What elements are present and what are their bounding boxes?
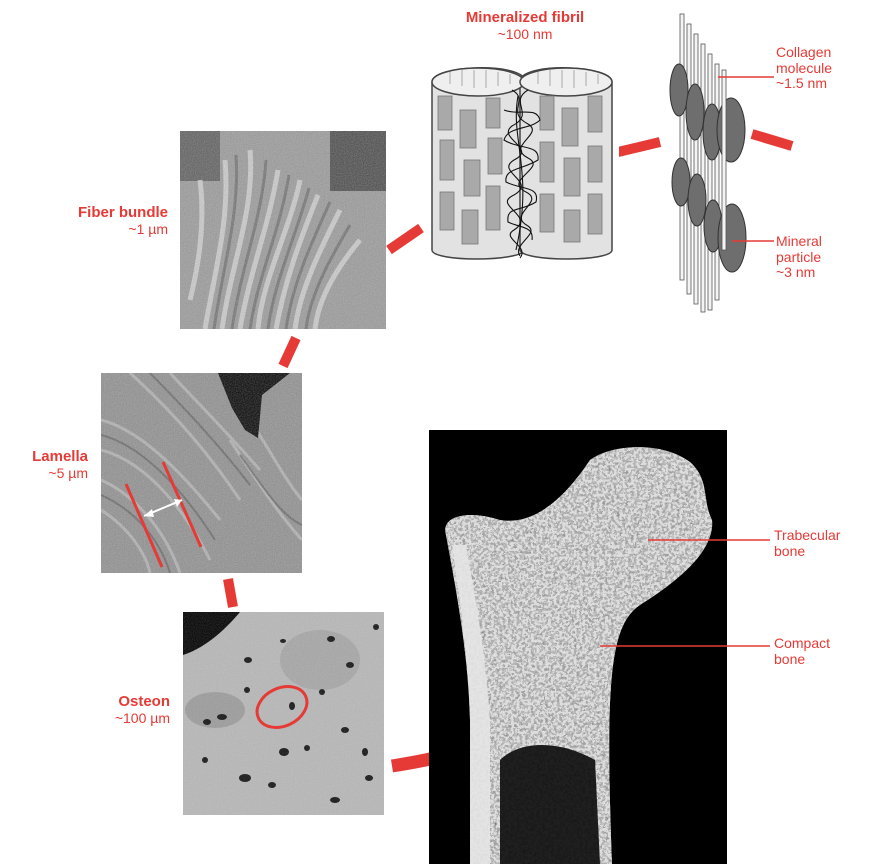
femur-cross-section	[429, 430, 727, 864]
compact-bone-line1: Compact	[774, 636, 830, 652]
mineral-particle-line2: particle	[776, 250, 822, 266]
connector-fibril-to-collagen	[618, 142, 660, 152]
mineralized-fibril-size: ~100 nm	[425, 27, 625, 43]
compact-bone-line2: bone	[774, 652, 830, 668]
fiber-bundle-micrograph	[180, 131, 386, 329]
connector-collagen-right	[752, 134, 792, 146]
fiber-bundle-label: Fiber bundle ~1 µm	[20, 205, 168, 237]
lamella-name: Lamella	[4, 449, 88, 466]
lamella-label: Lamella ~5 µm	[4, 449, 88, 481]
trabecular-bone-label: Trabecular bone	[774, 528, 840, 559]
collagen-molecule-line1: Collagen	[776, 45, 832, 61]
fiber-bundle-name: Fiber bundle	[20, 205, 168, 222]
mineral-particle-label: Mineral particle ~3 nm	[776, 234, 822, 281]
fiber-bundle-size: ~1 µm	[20, 222, 168, 238]
mineral-particle-line1: Mineral	[776, 234, 822, 250]
osteon-label: Osteon ~100 µm	[60, 694, 170, 726]
osteon-name: Osteon	[60, 694, 170, 711]
mineralized-fibril-label: Mineralized fibril ~100 nm	[425, 10, 625, 42]
lamella-size: ~5 µm	[4, 466, 88, 482]
collagen-molecule-line2: molecule	[776, 61, 832, 77]
lamella-micrograph	[101, 373, 302, 573]
mineralized-fibril-name: Mineralized fibril	[425, 10, 625, 27]
collagen-molecule-label: Collagen molecule ~1.5 nm	[776, 45, 832, 92]
mineralized-fibril-illustration	[429, 68, 619, 260]
osteon-micrograph	[183, 612, 384, 815]
osteon-size: ~100 µm	[60, 711, 170, 727]
connector-fiber-to-fibril	[389, 228, 421, 250]
collagen-molecule-size: ~1.5 nm	[776, 76, 832, 92]
connector-fiber-to-lamella	[283, 338, 296, 366]
collagen-molecule-illustration	[670, 14, 746, 312]
mineral-particle-size: ~3 nm	[776, 265, 822, 281]
trabecular-bone-line2: bone	[774, 544, 840, 560]
trabecular-bone-line1: Trabecular	[774, 528, 840, 544]
connector-lamella-to-osteon	[228, 579, 233, 607]
compact-bone-label: Compact bone	[774, 636, 830, 667]
